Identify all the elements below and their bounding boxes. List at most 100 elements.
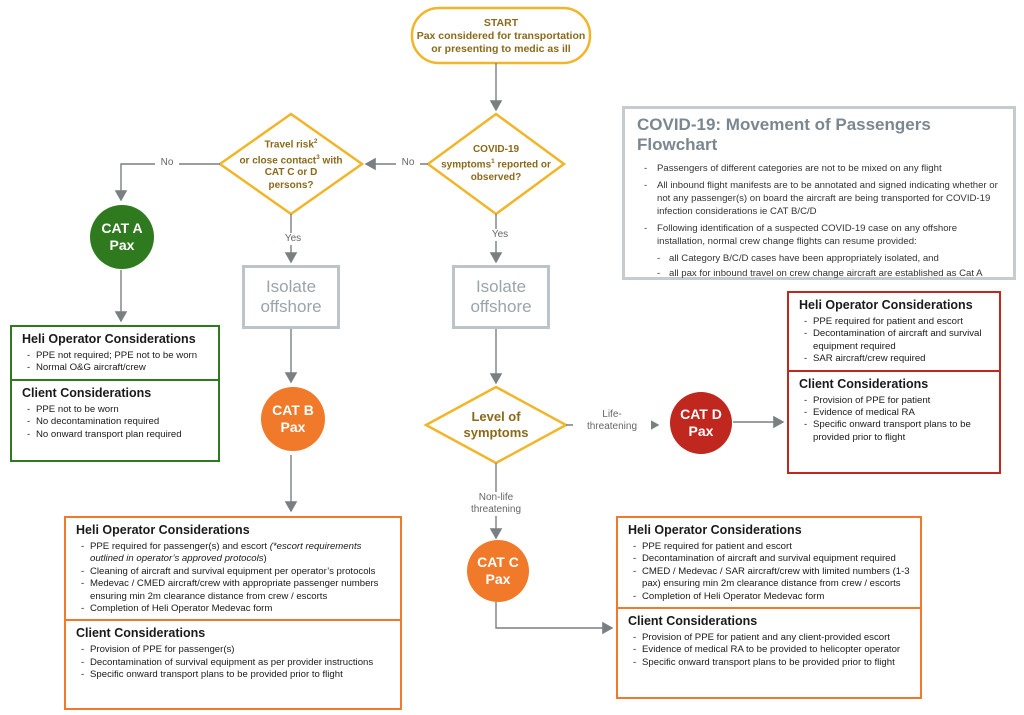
cat-a-heli-section: Heli Operator Considerations PPE not req… (12, 327, 218, 379)
list-item: Completion of Heli Operator Medevac form (633, 591, 910, 604)
cat-b-circle: CAT B Pax (261, 387, 325, 451)
cat-a-heli-title: Heli Operator Considerations (22, 332, 196, 346)
cat-c-client-section: Client Considerations Provision of PPE f… (618, 609, 920, 673)
edge-label-non-life: Non-life threatening (463, 492, 529, 516)
edge-label-no-covid: No (396, 157, 420, 169)
isolate-offshore-b: Isolate offshore (242, 265, 340, 329)
list-item: No onward transport plan required (27, 429, 208, 442)
covid-question: COVID-19 symptoms1 reported or observed? (436, 140, 556, 188)
list-item: Specific onward transport plans to be pr… (804, 419, 989, 444)
level-question: Level of symptoms (440, 405, 552, 445)
travel-q-sup1: 2 (313, 137, 318, 145)
cat-c-heli-title: Heli Operator Considerations (628, 523, 802, 537)
cat-d-considerations: Heli Operator Considerations PPE require… (787, 291, 1001, 474)
covid-q-a: COVID-19 (472, 143, 520, 155)
divider (618, 607, 920, 610)
list-item: PPE required for patient and escort (633, 541, 910, 554)
list-item: No decontamination required (27, 416, 208, 429)
list-item: PPE not to be worn (27, 404, 208, 417)
travel-q-sup2: 3 (316, 153, 320, 161)
info-item: Following identification of a suspected … (644, 222, 1001, 248)
isolate-offshore-c: Isolate offshore (452, 265, 550, 329)
list-item: PPE required for passenger(s) and escort… (81, 541, 390, 566)
list-item: Normal O&G aircraft/crew (27, 362, 208, 375)
list-item: SAR aircraft/crew required (804, 353, 989, 366)
info-subitem: all pax for inbound travel on crew chang… (657, 267, 1001, 280)
list-item: Completion of Heli Operator Medevac form (81, 603, 390, 616)
cat-b-heli-0b: (*escort requirements outlined in operat… (90, 541, 362, 565)
cat-b-considerations: Heli Operator Considerations PPE require… (64, 516, 402, 710)
travel-question: Travel risk2 or close contact3 with CAT … (228, 136, 354, 192)
list-item: Provision of PPE for passenger(s) (81, 644, 390, 657)
cat-d-l2: Pax (688, 423, 714, 439)
list-item: Evidence of medical RA (804, 407, 989, 420)
covid-q-d: observed? (470, 171, 522, 183)
start-node-text: START Pax considered for transportation … (412, 10, 590, 62)
cat-d-client-title: Client Considerations (799, 376, 929, 391)
start-line2: or presenting to medic as ill (431, 42, 571, 55)
cat-a-l2: Pax (109, 237, 135, 253)
info-title: COVID-19: Movement of Passengers Flowcha… (637, 115, 931, 154)
cat-d-heli-section: Heli Operator Considerations PPE require… (789, 293, 999, 370)
start-title: START (483, 16, 519, 29)
nonlife-label-1: Non-life (478, 492, 514, 503)
start-line1: Pax considered for transportation (416, 29, 586, 42)
cat-b-heli-0a: PPE required for passenger(s) and escort (90, 541, 270, 552)
list-item: PPE not required; PPE not to be worn (27, 350, 208, 363)
isolate-b-a: Isolate (265, 277, 317, 296)
cat-c-client-title: Client Considerations (628, 614, 758, 629)
list-item: Evidence of medical RA to be provided to… (633, 644, 910, 657)
covid-q-c: reported or (494, 159, 551, 171)
list-item: Decontamination of aircraft and survival… (804, 328, 989, 353)
cat-b-heli-0c: ) (263, 553, 267, 565)
list-item: Medevac / CMED aircraft/crew with approp… (81, 578, 390, 603)
info-panel: COVID-19: Movement of Passengers Flowcha… (622, 106, 1016, 280)
cat-b-client-section: Client Considerations Provision of PPE f… (66, 621, 400, 685)
travel-q-a: Travel risk (264, 139, 314, 150)
list-item: CMED / Medevac / SAR aircraft/crew with … (633, 566, 910, 591)
edge-label-no-travel: No (155, 157, 179, 169)
travel-q-d: CAT C or D (264, 167, 318, 179)
list-item: Decontamination of survival equipment as… (81, 657, 390, 670)
list-item: Provision of PPE for patient and any cli… (633, 632, 910, 645)
cat-a-client-title: Client Considerations (22, 385, 152, 400)
level-q-a: Level of (471, 409, 521, 424)
cat-d-l1: CAT D (680, 406, 722, 422)
list-item: Specific onward transport plans to be pr… (633, 657, 910, 670)
cat-a-client-section: Client Considerations PPE not to be worn… (12, 381, 218, 445)
covid-q-sup: 1 (491, 158, 495, 166)
list-item: Cleaning of aircraft and survival equipm… (81, 566, 390, 579)
cat-d-client-section: Client Considerations Provision of PPE f… (789, 372, 999, 449)
travel-q-c: with (319, 154, 343, 166)
list-item: PPE required for patient and escort (804, 316, 989, 329)
info-subitem: all Category B/C/D cases have been appro… (657, 252, 1001, 265)
info-item: Passengers of different categories are n… (644, 162, 1001, 175)
divider (66, 619, 400, 622)
list-item: Provision of PPE for patient (804, 395, 989, 408)
isolate-b-b: offshore (260, 297, 322, 316)
divider (12, 378, 218, 381)
list-item: Decontamination of aircraft and survival… (633, 553, 910, 566)
start-node (410, 6, 592, 65)
cat-a-l1: CAT A (101, 220, 143, 236)
cat-b-heli-section: Heli Operator Considerations PPE require… (66, 518, 400, 619)
isolate-c-b: offshore (470, 297, 532, 316)
info-item: All inbound flight manifests are to be a… (644, 179, 1001, 218)
cat-c-l2: Pax (485, 571, 511, 587)
edge-label-yes-travel: Yes (281, 233, 305, 245)
travel-q-b: or close contact (239, 154, 317, 166)
nonlife-label-2: threatening (470, 504, 522, 515)
divider (789, 369, 999, 372)
travel-q-e: persons? (268, 179, 314, 191)
info-list: Passengers of different categories are n… (637, 162, 1001, 280)
cat-b-l2: Pax (280, 419, 306, 435)
cat-c-heli-section: Heli Operator Considerations PPE require… (618, 518, 920, 607)
life-label-1: Life- (602, 409, 622, 420)
cat-c-circle: CAT C Pax (467, 540, 529, 602)
cat-b-client-title: Client Considerations (76, 626, 206, 641)
cat-a-considerations: Heli Operator Considerations PPE not req… (10, 325, 220, 462)
list-item: Specific onward transport plans to be pr… (81, 669, 390, 682)
cat-d-circle: CAT D Pax (670, 392, 732, 454)
edge-label-yes-covid: Yes (488, 229, 512, 241)
level-q-b: symptoms (463, 425, 529, 440)
